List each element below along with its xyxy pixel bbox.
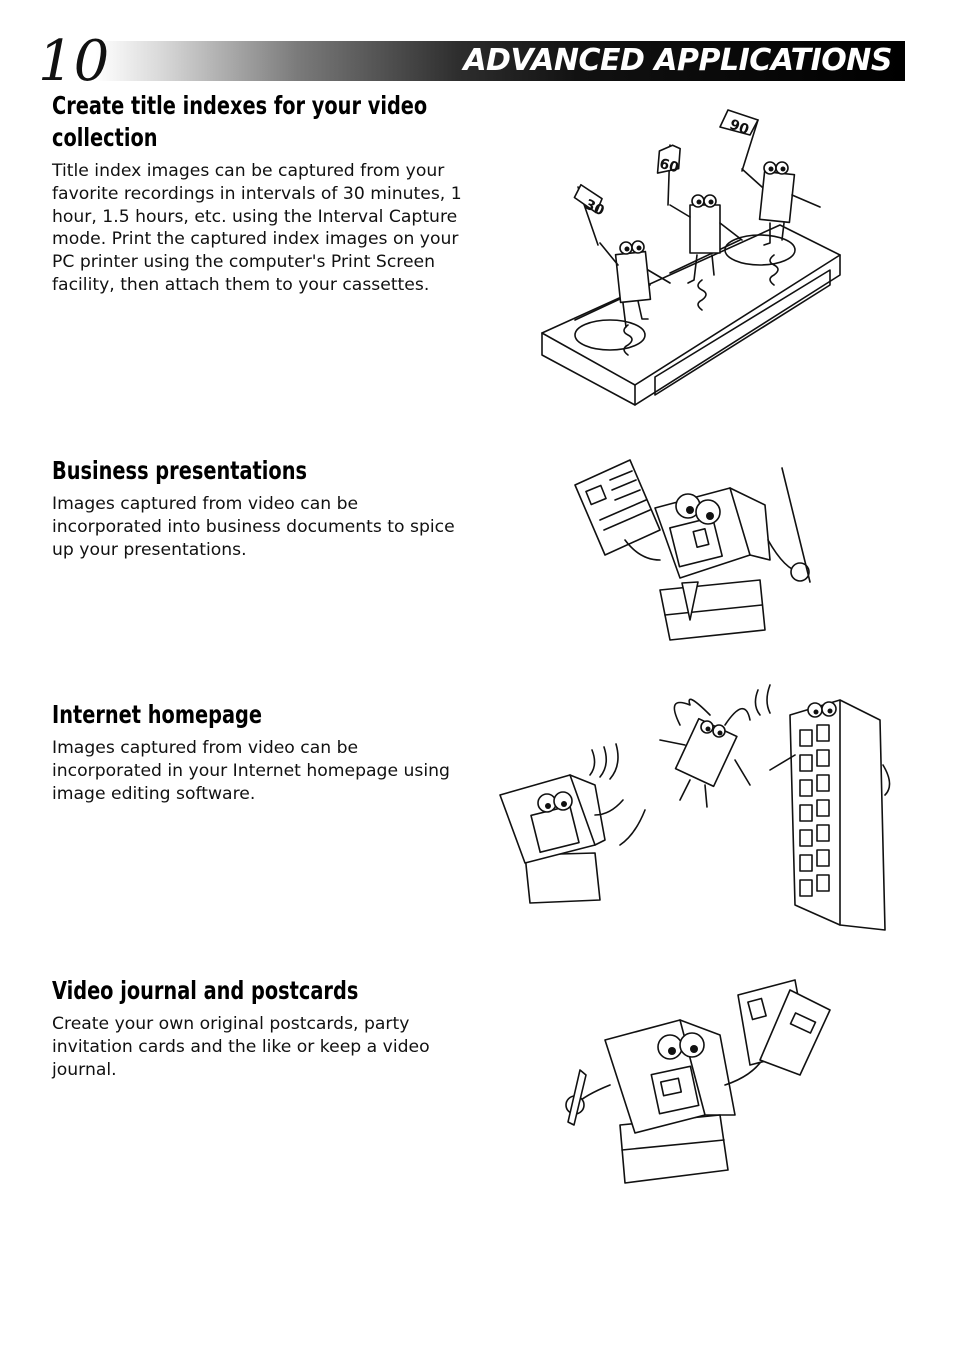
page-header: 10 ADVANCED APPLICATIONS	[0, 29, 954, 94]
illustration-presenter-character	[570, 459, 830, 649]
page-number: 10	[38, 29, 110, 94]
flag-90-label: 90	[727, 117, 751, 139]
section-heading: Internet homepage	[52, 700, 262, 729]
page-title: ADVANCED APPLICATIONS	[463, 43, 892, 78]
header-gradient-bar	[96, 41, 905, 81]
section-heading-line2: collection	[52, 123, 158, 152]
section-body: Images captured from video can be incorp…	[52, 494, 455, 560]
illustration-internet-characters	[495, 684, 895, 939]
section-heading: Create title indexes for your video coll…	[52, 90, 427, 154]
flag-30-label: 30	[582, 197, 607, 220]
section-video-journal: Video journal and postcards Create your …	[52, 975, 462, 1081]
section-business-presentations: Business presentations Images captured f…	[52, 455, 462, 561]
section-heading: Video journal and postcards	[52, 976, 359, 1005]
illustration-postcard-character	[560, 975, 840, 1194]
section-title-indexes: Create title indexes for your video coll…	[52, 90, 462, 297]
section-body: Title index images can be captured from …	[52, 161, 462, 295]
section-internet-homepage: Internet homepage Images captured from v…	[52, 699, 462, 805]
flag-60-label: 60	[658, 156, 681, 177]
section-heading-line1: Create title indexes for your video	[52, 91, 428, 120]
illustration-cassette-characters: 30 60 90	[530, 105, 850, 414]
section-body: Create your own original postcards, part…	[52, 1014, 430, 1080]
section-heading: Business presentations	[52, 456, 307, 485]
section-body: Images captured from video can be incorp…	[52, 738, 450, 804]
